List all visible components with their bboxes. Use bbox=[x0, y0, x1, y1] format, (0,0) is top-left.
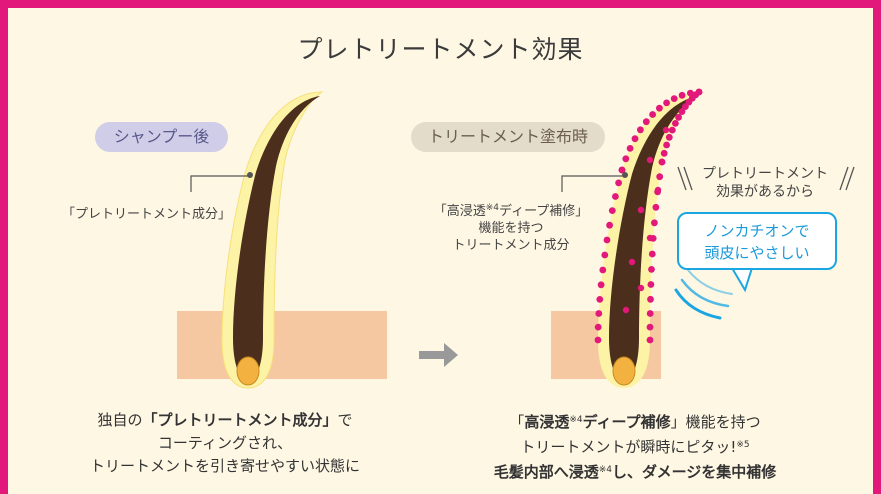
treatment-dot bbox=[637, 126, 644, 133]
caption-text: 」機能を持つ bbox=[671, 413, 761, 431]
penetrating-dot bbox=[623, 307, 629, 313]
label-text: 「高浸透 bbox=[434, 204, 486, 219]
treatment-dot bbox=[649, 251, 656, 258]
treatment-dot bbox=[609, 207, 616, 214]
treatment-dot bbox=[598, 281, 605, 288]
leader-dot-left bbox=[247, 172, 253, 178]
caption-footnote: ※4 bbox=[569, 415, 582, 425]
treatment-dot bbox=[666, 134, 673, 141]
treatment-dot bbox=[648, 266, 655, 273]
treatment-dot bbox=[649, 111, 656, 118]
treatment-dot bbox=[595, 324, 602, 331]
treatment-dot bbox=[612, 193, 619, 200]
wave-line-3 bbox=[688, 270, 732, 294]
skin-layer-left bbox=[177, 311, 387, 379]
treatment-dot bbox=[647, 337, 654, 344]
label-text: ディープ補修」 bbox=[499, 204, 588, 219]
caption-text: コーティングされ、 bbox=[158, 434, 292, 452]
treatment-dot bbox=[656, 105, 663, 112]
caption-emphasis: し、ダメージを集中補修 bbox=[612, 463, 776, 481]
treatment-dot bbox=[595, 310, 602, 317]
caption-text: で bbox=[338, 411, 353, 429]
treatment-dot bbox=[648, 281, 655, 288]
treatment-dot bbox=[599, 267, 606, 274]
caption-left: 独自の「プレトリートメント成分」で コーティングされ、 トリートメントを引き寄せ… bbox=[60, 409, 390, 478]
treatment-dot bbox=[656, 173, 663, 180]
deep-repair-component-label: 「高浸透※4ディープ補修」 機能を持つ トリートメント成分 bbox=[418, 200, 604, 254]
treatment-dot bbox=[596, 296, 603, 303]
caption-emphasis: ディープ補修 bbox=[583, 413, 671, 431]
effect-line: プレトリートメント bbox=[702, 166, 828, 182]
treatment-dot bbox=[647, 324, 654, 331]
caption-footnote: ※5 bbox=[736, 440, 749, 450]
treatment-dot bbox=[595, 337, 602, 344]
caption-emphasis: 毛髪内部へ浸透 bbox=[494, 463, 599, 481]
treatment-dot bbox=[669, 127, 676, 134]
caption-text: 「 bbox=[509, 413, 524, 431]
caption-text: 独自の bbox=[97, 411, 142, 429]
treatment-dot bbox=[679, 108, 686, 115]
treatment-dot bbox=[672, 120, 679, 127]
label-text: トリートメント成分 bbox=[452, 238, 569, 253]
treatment-dot bbox=[643, 118, 650, 125]
treatment-dot bbox=[663, 100, 670, 107]
effect-callout: プレトリートメント 効果があるから bbox=[685, 165, 845, 201]
label-footnote: ※4 bbox=[486, 203, 499, 213]
badge-after-shampoo: シャンプー後 bbox=[95, 122, 228, 152]
treatment-dot bbox=[663, 142, 670, 149]
treatment-dot bbox=[651, 219, 658, 226]
treatment-dot bbox=[679, 92, 686, 99]
leader-dot-right bbox=[622, 172, 628, 178]
effect-line: 効果があるから bbox=[716, 184, 814, 200]
caption-footnote: ※4 bbox=[599, 465, 612, 475]
penetrating-dot bbox=[663, 127, 669, 133]
pretreatment-component-label: 「プレトリートメント成分」 bbox=[62, 203, 231, 222]
penetrating-dot bbox=[638, 285, 644, 291]
treatment-dot bbox=[606, 222, 613, 229]
penetrating-dot bbox=[647, 157, 653, 163]
caption-text: トリートメントが瞬時にピタッ! bbox=[520, 438, 736, 456]
transition-arrow bbox=[419, 343, 458, 367]
penetrating-dot bbox=[629, 259, 635, 265]
hair-bulb-right bbox=[613, 357, 635, 385]
treatment-dot bbox=[653, 204, 660, 211]
label-text: 機能を持つ bbox=[478, 221, 543, 236]
caption-right: 「高浸透※4ディープ補修」機能を持つ トリートメントが瞬時にピタッ!※5 毛髪内… bbox=[430, 409, 840, 484]
treatment-dot bbox=[647, 296, 654, 303]
penetrating-dot bbox=[647, 235, 653, 241]
caption-emphasis: 高浸透 bbox=[524, 413, 569, 431]
bubble-tail bbox=[732, 268, 752, 290]
penetrating-dot bbox=[655, 187, 661, 193]
caption-emphasis: 「プレトリートメント成分」 bbox=[142, 411, 337, 429]
treatment-dot bbox=[675, 114, 682, 121]
hair-bulb-left bbox=[237, 357, 259, 385]
treatment-dot bbox=[671, 95, 678, 102]
bubble-line: 頭皮にやさしい bbox=[704, 244, 809, 262]
treatment-dot bbox=[661, 150, 668, 157]
caption-text: トリートメントを引き寄せやすい状態に bbox=[90, 457, 360, 475]
page-title: プレトリートメント効果 bbox=[0, 30, 881, 66]
treatment-dot bbox=[647, 310, 654, 317]
treatment-dot bbox=[604, 237, 611, 244]
treatment-dot bbox=[659, 159, 666, 166]
penetrating-dot bbox=[638, 207, 644, 213]
treatment-dot bbox=[615, 180, 622, 187]
treatment-dot bbox=[632, 135, 639, 142]
scalp-friendly-bubble: ノンカチオンで 頭皮にやさしい bbox=[677, 212, 837, 270]
treatment-dot bbox=[627, 145, 634, 152]
badge-treatment-applied: トリートメント塗布時 bbox=[411, 122, 605, 152]
treatment-dot bbox=[622, 155, 629, 162]
bubble-line: ノンカチオンで bbox=[704, 222, 809, 240]
